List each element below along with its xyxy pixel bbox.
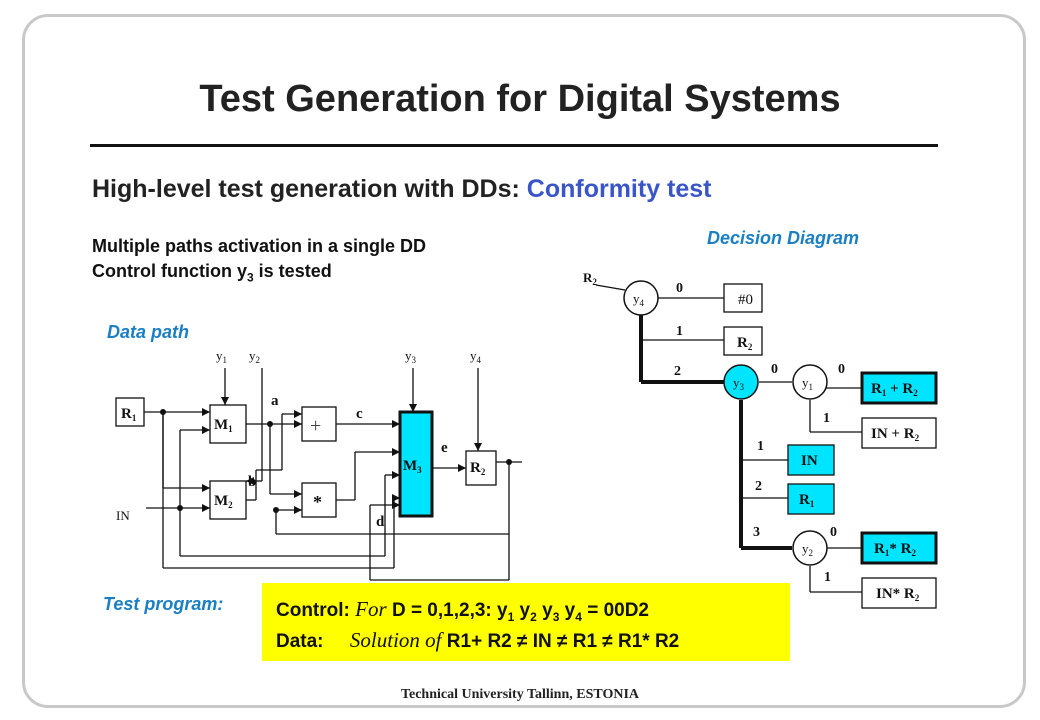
dd-node-y4 [623, 280, 659, 316]
dp-plus-label: + [310, 415, 321, 437]
dd-y1-label: y1 [802, 375, 813, 392]
dd-term-in-plus-r2 [861, 417, 937, 449]
dd-edge-1-b: 1 [823, 411, 830, 426]
dd-edge-1-c: 1 [757, 439, 764, 454]
dd-edge-0-c: 0 [838, 362, 845, 377]
dd-y3-label: y3 [733, 375, 745, 392]
dd-term-r1-times-r2-label: R1* R2 [874, 541, 916, 558]
dp-m1-box [209, 404, 247, 444]
dp-wire-b: b [248, 474, 256, 490]
test-program-label: Test program: [103, 594, 224, 614]
dd-term-in-plus-r2-label: IN + R2 [871, 426, 920, 443]
dd-y2-label: y2 [802, 541, 813, 558]
dp-arrowheads [202, 397, 482, 514]
note-line-2-sub: 3 [246, 270, 254, 285]
dp-wire-c: c [356, 406, 363, 422]
dp-wire-a: a [271, 393, 279, 409]
dd-term-r2 [723, 326, 763, 356]
note-line-1: Multiple paths activation in a single DD [92, 236, 427, 256]
dd-term-in-times-r2 [861, 577, 937, 609]
dd-edge-1-a: 1 [676, 324, 683, 339]
page-title: Test Generation for Digital Systems [199, 78, 841, 120]
dp-times-label: * [313, 492, 322, 512]
data-line: Data: Solution of R1+ R2 ≠ IN ≠ R1 ≠ R1*… [276, 628, 679, 653]
dd-node-y1 [792, 364, 828, 400]
title-divider [90, 144, 938, 147]
subtitle-prefix: High-level test generation with DDs: [92, 175, 527, 203]
dd-term-r1-plus-r2 [860, 371, 938, 405]
dp-r2-box [465, 450, 497, 486]
dp-wire-d: d [376, 514, 385, 530]
dd-edge-3: 3 [753, 525, 760, 540]
dp-m3-box [398, 410, 434, 518]
dd-term-in-label: IN [801, 453, 818, 469]
control-eq: = 00D2 [587, 600, 649, 621]
dp-y1-label: y1 [216, 348, 227, 365]
dd-edge-0-d: 0 [830, 525, 837, 540]
dd-node-y2 [792, 530, 828, 566]
dp-y4-label: y4 [470, 348, 482, 365]
dp-wire-e: e [441, 440, 448, 456]
dp-m2-box [209, 480, 247, 520]
dd-term-hash0 [723, 283, 763, 313]
dp-in-label: IN [116, 508, 130, 523]
subtitle: High-level test generation with DDs: Con… [92, 175, 712, 204]
control-for: For [355, 597, 387, 621]
note-line-2: Control function y3 is tested [92, 261, 332, 285]
dd-edge-2-b: 2 [755, 479, 762, 494]
dd-edge-1-d: 1 [824, 570, 831, 585]
dd-node-y3 [723, 364, 759, 400]
dd-edge-2-a: 2 [674, 364, 681, 379]
data-label: Data: [276, 631, 324, 652]
decision-diagram [595, 280, 938, 609]
control-label: Control: [276, 600, 350, 621]
data-path-diagram [115, 368, 522, 581]
dd-term-in [787, 444, 835, 476]
note-line-2-post: is tested [253, 261, 332, 281]
footer: Technical University Tallinn, ESTONIA [400, 687, 640, 702]
control-text: D = 0,1,2,3: y [391, 600, 508, 621]
decision-diagram-label: Decision Diagram [707, 228, 860, 248]
subtitle-accent: Conformity test [526, 175, 712, 203]
test-program-box: Control: For D = 0,1,2,3: y1 y2 y3 y4 = … [262, 583, 790, 661]
dp-multiplier-box [301, 482, 337, 518]
dd-term-hash0-label: #0 [738, 292, 753, 308]
dd-edge-0-b: 0 [771, 362, 778, 377]
data-path-label: Data path [107, 322, 190, 342]
dd-term-r1-plus-r2-label: R1 + R2 [871, 381, 918, 398]
dd-root-label: R2 [583, 270, 597, 287]
note-line-2-pre: Control function y [92, 261, 247, 281]
dd-term-r1-times-r2 [860, 531, 938, 565]
dp-r1-box [115, 397, 145, 427]
dd-edge-labels: 0 1 2 0 0 1 1 2 3 0 1 [674, 281, 845, 585]
dd-edge-0-a: 0 [676, 281, 683, 296]
dd-term-r1 [787, 483, 835, 515]
dp-y2-label: y2 [249, 348, 260, 365]
dp-junction-dots [160, 409, 512, 513]
dd-y4-label: y4 [633, 291, 645, 308]
dd-term-in-times-r2-label: IN* R2 [876, 586, 920, 603]
data-expr: R1+ R2 ≠ IN ≠ R1 ≠ R1* R2 [446, 631, 680, 652]
dp-y3-label: y3 [405, 348, 417, 365]
control-line: Control: For D = 0,1,2,3: y1 y2 y3 y4 = … [276, 597, 649, 624]
data-solution: Solution of [349, 628, 442, 652]
